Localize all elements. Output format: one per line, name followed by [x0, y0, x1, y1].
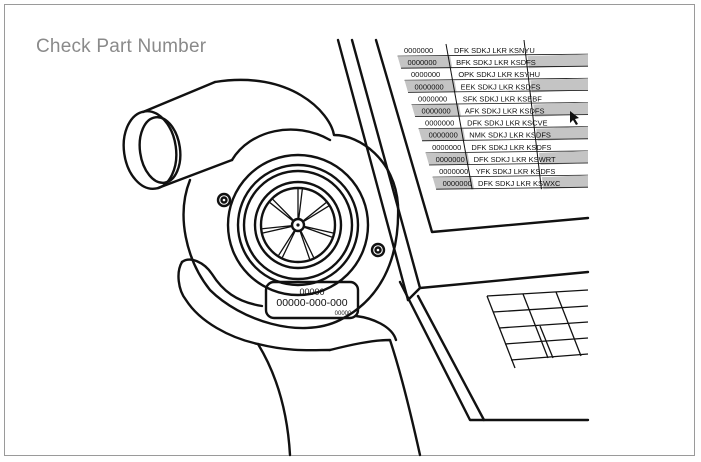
table-cell-code: 0000000	[418, 94, 447, 103]
compressor-wheel	[253, 180, 343, 270]
hand-wrist-left	[256, 342, 292, 457]
table-cell-part: AFK SDKJ LKR KSDFS	[465, 107, 545, 116]
table-cell-code: 0000000	[429, 131, 458, 140]
table-cell-code: 0000000	[425, 119, 454, 128]
compressor-face	[226, 153, 370, 297]
compressor-ring-outer	[236, 163, 360, 287]
table-cell-part: EEK SDKJ LKR KSDFS	[461, 82, 541, 91]
table-cell-part: SFK SDKJ LKR KSEBF	[463, 94, 543, 103]
compressor-blade	[269, 198, 294, 222]
compressor-blades	[262, 189, 334, 260]
laptop-lid-edge	[336, 38, 410, 302]
table-row-shade	[539, 150, 588, 165]
housing-bolt-left	[216, 192, 232, 208]
plate-line-2: 00000-000-000	[276, 297, 347, 309]
laptop-base-inner	[416, 294, 486, 422]
table-row-shade-left	[432, 177, 475, 190]
hand-wrist-right	[328, 338, 422, 457]
table-cell-part: DFK SDKJ LKR KSWRT	[474, 155, 556, 164]
hand	[177, 258, 422, 457]
table-row-divider	[429, 162, 589, 166]
mouse-pointer-icon	[570, 111, 579, 125]
table-row-shade-left	[418, 128, 466, 141]
table-row-shade	[527, 54, 588, 69]
table-cell-part: OPK SDKJ LKR KSYHU	[458, 70, 540, 79]
plate-line-1: 00000	[299, 287, 324, 297]
table-row-divider	[404, 77, 589, 81]
table-cell-code: 0000000	[443, 179, 472, 188]
table-column-divider	[445, 43, 473, 190]
table-row-shade	[533, 102, 588, 117]
table-row-divider	[411, 102, 589, 105]
turbo-inlet-opening	[122, 110, 178, 190]
compressor-blade	[299, 231, 315, 260]
table-row-divider	[422, 138, 589, 142]
table-row-shade-left	[404, 80, 457, 93]
table-row-divider	[418, 126, 589, 130]
hand-thumb	[180, 258, 264, 308]
compressor-hub	[290, 217, 306, 233]
table-cell-code: 0000000	[408, 58, 437, 67]
table-cell-code: 0000000	[422, 107, 451, 116]
housing-bolt-right	[370, 242, 386, 258]
page-title: Check Part Number	[36, 36, 207, 57]
table-cell-code: 0000000	[436, 155, 465, 164]
table-cell-part: DFK SDKJ LKR KSWXC	[478, 179, 561, 188]
table-row-shade	[530, 78, 588, 93]
laptop-base-edge	[398, 280, 590, 422]
table-cell-part: DFK SDKJ LKR KSNYU	[454, 46, 535, 55]
compressor-nut	[296, 223, 300, 227]
table-row-divider	[408, 90, 589, 93]
table-cell-code: 0000000	[432, 143, 461, 152]
table-cell-part: YFK SDKJ LKR KSDFS	[476, 167, 556, 176]
table-row-divider	[432, 174, 589, 178]
turbocharger: 00000 00000-000-000 00000	[122, 78, 400, 330]
table-row-divider	[415, 114, 589, 117]
table-row-shade-left	[397, 56, 453, 69]
turbo-housing-outline	[182, 78, 400, 330]
compressor-blade	[303, 202, 329, 222]
table-cell-code: 0000000	[411, 70, 440, 79]
compressor-blade	[262, 225, 292, 234]
compressor-blade	[278, 230, 296, 258]
turbo-inlet-bottom	[156, 158, 234, 190]
table-row-shade	[536, 126, 588, 141]
part-number-plate	[264, 280, 360, 320]
table-cell-code: 0000000	[415, 82, 444, 91]
table-cell-part: NMK SDKJ LKR KSDFS	[469, 131, 551, 140]
table-row-shade-left	[411, 104, 462, 117]
keyboard	[486, 289, 589, 369]
table-row-shade-left	[425, 152, 470, 165]
turbo-inlet-top	[141, 80, 217, 114]
table-row-shade	[541, 175, 588, 190]
table-cell-part: DFK SDKJ LKR KSDFS	[471, 143, 551, 152]
table-cell-code: 0000000	[404, 46, 433, 55]
hand-palm-outline	[177, 260, 332, 352]
turbo-inlet-rim	[138, 116, 182, 184]
table-row-divider	[436, 186, 589, 190]
compressor-ring	[242, 169, 354, 281]
table-row-divider	[401, 65, 589, 69]
table-cell-part: BFK SDKJ LKR KSDFS	[456, 58, 536, 67]
table-cell-part: DFK SDKJ LKR KSCVE	[467, 119, 547, 128]
laptop	[336, 38, 590, 422]
compressor-blade	[297, 189, 303, 219]
laptop-screen-outline	[374, 38, 590, 234]
compressor-wheel-inner	[259, 186, 337, 264]
turbo-housing-seam	[230, 128, 332, 162]
plate-line-3: 00000	[335, 311, 352, 317]
hand-finger	[354, 314, 398, 342]
compressor-blade	[304, 225, 334, 238]
table-cell-code: 0000000	[439, 167, 468, 176]
laptop-bezel-bottom	[406, 270, 590, 302]
laptop-lid-inner-edge	[350, 38, 422, 290]
table-column-divider	[523, 39, 542, 190]
table-row-divider	[425, 150, 589, 154]
table-row-divider	[397, 53, 589, 57]
